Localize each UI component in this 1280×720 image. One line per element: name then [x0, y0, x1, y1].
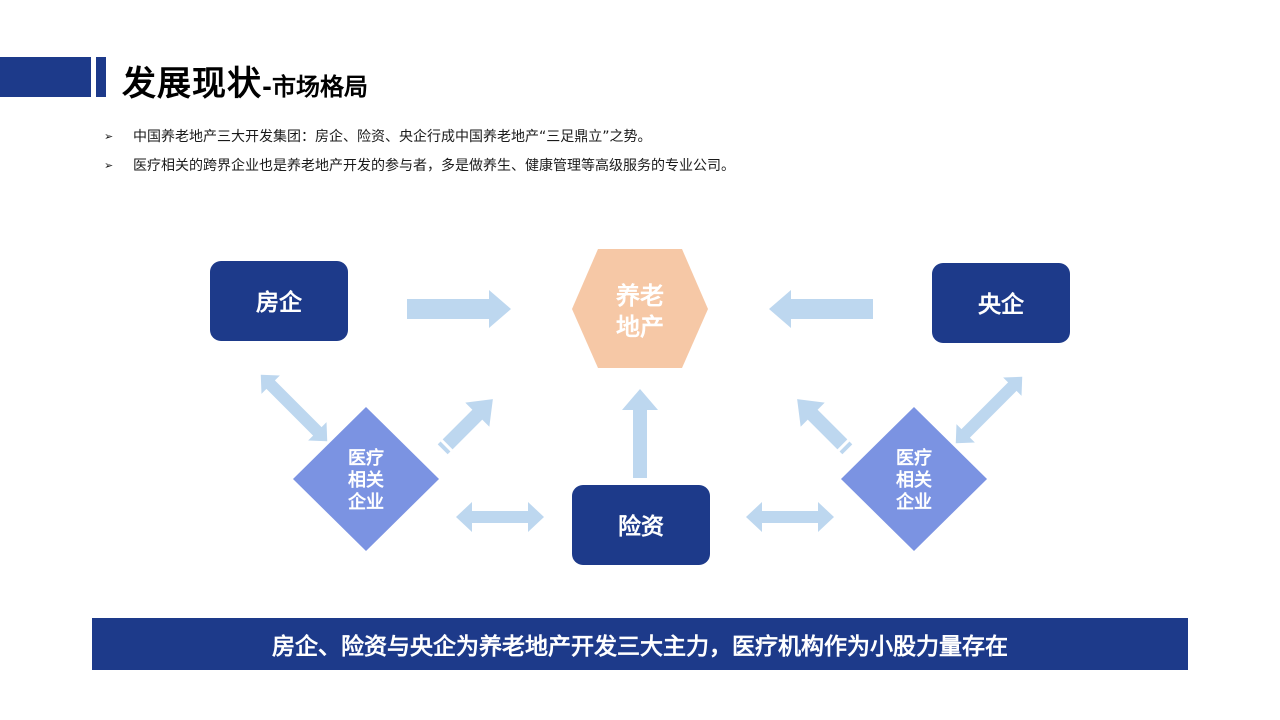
header-accent-bar [0, 57, 91, 97]
node-xianzi: 险资 [572, 485, 710, 565]
node-medical-right-line2: 相关 [896, 469, 932, 491]
arrow-medical-left-to-center-tail [437, 441, 451, 455]
node-fangqi: 房企 [210, 261, 348, 341]
summary-banner: 房企、险资与央企为养老地产开发三大主力，医疗机构作为小股力量存在 [92, 618, 1188, 670]
bullet-text: 医疗相关的跨界企业也是养老地产开发的参与者，多是做养生、健康管理等高级服务的专业… [133, 158, 735, 174]
arrow-fangqi-to-center [407, 290, 511, 328]
node-medical-left-line3: 企业 [347, 491, 384, 513]
node-center-eldercare-realestate: 养老 地产 [572, 249, 708, 368]
node-medical-left-line1: 医疗 [348, 447, 384, 469]
arrow-medical-left-xianzi-double [456, 502, 544, 532]
header-accent-stripe [96, 57, 106, 97]
node-fangqi-box [210, 261, 348, 341]
arrow-yangqi-to-center [769, 290, 873, 328]
bullet-list: ➢ 中国养老地产三大开发集团：房企、险资、央企行成中国养老地产“三足鼎立”之势。… [104, 126, 735, 184]
node-medical-right-diamond [841, 407, 987, 551]
node-yangqi: 央企 [932, 263, 1070, 343]
page-title-sub: -市场格局 [262, 73, 368, 101]
node-fangqi-label: 房企 [256, 289, 303, 316]
page-title: 发展现状 -市场格局 [122, 56, 368, 104]
arrow-medical-right-to-center [797, 399, 853, 455]
node-xianzi-label: 险资 [618, 513, 664, 540]
bullet-arrow-icon: ➢ [104, 130, 114, 143]
connector-arrows [260, 290, 1023, 532]
node-xianzi-box [572, 485, 710, 565]
node-medical-right-line3: 企业 [895, 491, 932, 513]
node-medical-left-diamond [293, 407, 439, 551]
arrow-medical-left-to-center-body [442, 399, 493, 450]
node-medical-right: 医疗 相关 企业 [841, 407, 987, 551]
node-medical-left-line2: 相关 [348, 469, 384, 491]
arrow-medical-right-to-center-tail [839, 441, 853, 455]
node-yangqi-label: 央企 [978, 291, 1025, 318]
node-medical-right-line1: 医疗 [896, 447, 932, 469]
node-medical-left: 医疗 相关 企业 [293, 407, 439, 551]
center-label-line2: 地产 [616, 313, 664, 341]
bullet-arrow-icon: ➢ [104, 159, 114, 172]
node-yangqi-box [932, 263, 1070, 343]
bullet-item: ➢ 中国养老地产三大开发集团：房企、险资、央企行成中国养老地产“三足鼎立”之势。 [104, 126, 735, 155]
center-hexagon [572, 249, 708, 368]
arrow-fangqi-medical-left-double [260, 374, 328, 442]
page-title-main: 发展现状 [122, 64, 262, 104]
bullet-text: 中国养老地产三大开发集团：房企、险资、央企行成中国养老地产“三足鼎立”之势。 [133, 129, 652, 145]
arrow-xianzi-medical-right-double [746, 502, 834, 532]
center-label-line1: 养老 [615, 282, 664, 310]
arrow-yangqi-medical-right-double [955, 376, 1023, 444]
arrow-medical-left-to-center [437, 399, 493, 455]
bullet-item: ➢ 医疗相关的跨界企业也是养老地产开发的参与者，多是做养生、健康管理等高级服务的… [104, 155, 735, 184]
arrow-medical-right-to-center-body [797, 399, 848, 450]
arrow-xianzi-to-center [622, 389, 658, 478]
